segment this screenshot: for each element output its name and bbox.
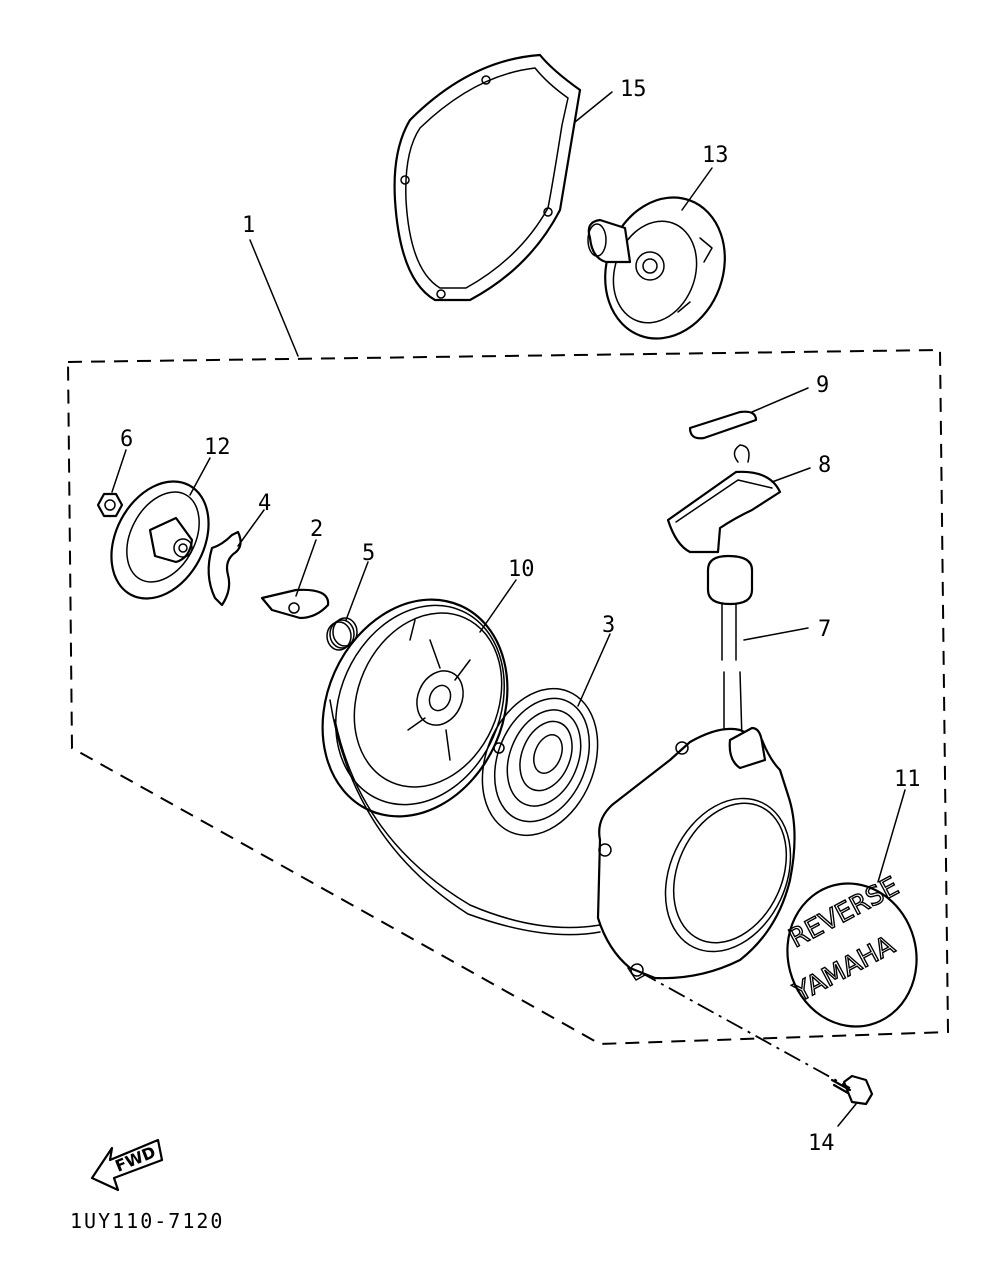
part-6-nut: [96, 492, 124, 518]
part-5-spring: [326, 617, 358, 651]
part-9-handle-cap: [688, 410, 758, 440]
callout-5: 5: [362, 541, 375, 566]
leader-lines: [111, 91, 906, 1127]
part-4-spring-clip: [207, 530, 242, 607]
callout-2: 2: [310, 517, 323, 542]
callout-12: 12: [204, 435, 231, 460]
callout-4: 4: [258, 491, 271, 516]
callout-1: 1: [242, 213, 255, 238]
assembly-boundary: [66, 348, 950, 1046]
part-12-cover-plate: [110, 480, 210, 600]
part-3-spiral-spring: [481, 687, 599, 837]
rope-loop: [334, 719, 601, 929]
callout-13: 13: [702, 143, 729, 168]
part-10-sheave-drum: [321, 598, 509, 818]
part-8-starter-handle: [666, 444, 782, 606]
callout-9: 9: [816, 373, 829, 398]
callout-6: 6: [120, 427, 133, 452]
callout-10: 10: [508, 557, 535, 582]
part-1-starter-case: [596, 726, 796, 981]
drawing-code: 1UY110-7120: [70, 1209, 224, 1233]
callout-14: 14: [808, 1131, 835, 1156]
part-13-drive-plate: [587, 196, 726, 340]
part-15-gasket: [393, 53, 582, 302]
callout-15: 15: [620, 77, 647, 102]
callout-7: 7: [818, 617, 831, 642]
callout-3: 3: [602, 613, 615, 638]
part-2-pawl: [260, 588, 330, 620]
bolt-axis-line: [639, 971, 851, 1089]
fwd-arrow: FWD: [90, 1138, 164, 1192]
part-14-bolt: [830, 1074, 874, 1106]
callout-11: 11: [894, 767, 921, 792]
rope-loop-inner: [329, 699, 601, 936]
part-11-emblem: YAMAHA REVERSE: [784, 871, 918, 1028]
part-7-starter-rope: [721, 603, 743, 741]
callout-8: 8: [818, 453, 831, 478]
